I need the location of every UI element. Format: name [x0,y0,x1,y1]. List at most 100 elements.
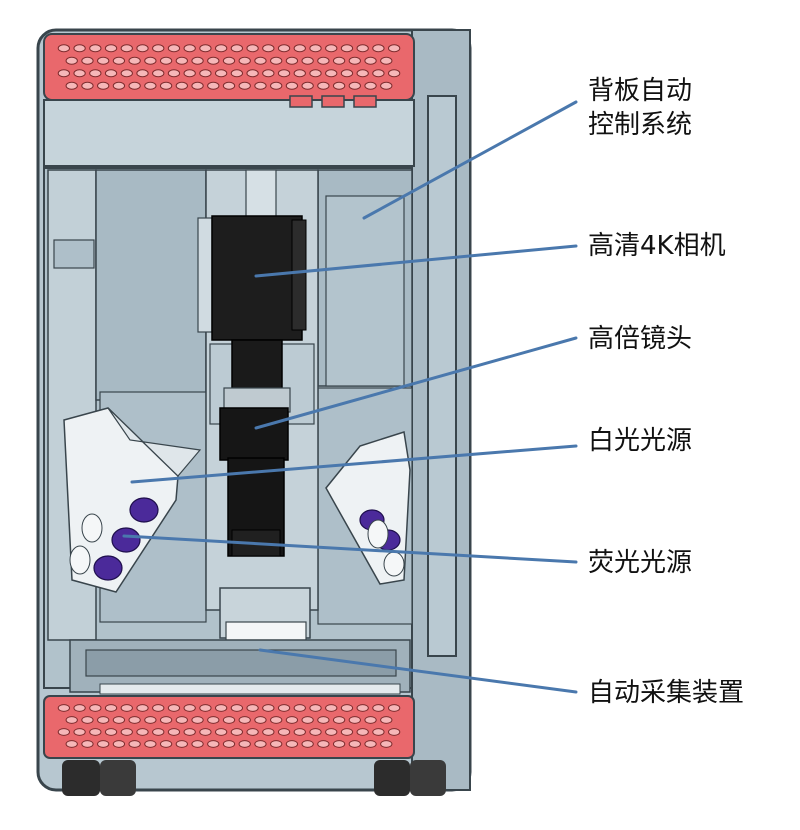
vent-hole [159,56,173,65]
vent-hole [380,740,393,748]
label-camera: 高清4K相机 [588,231,726,261]
vent-hole [325,69,338,78]
vent-hole [175,716,188,724]
vent-hole [262,44,275,53]
vent-hole [207,81,220,90]
vent-hole [270,740,283,748]
vent-hole [317,740,330,748]
vent-hole [356,728,369,736]
vent-hole [159,740,173,748]
vent-hole [301,740,314,748]
vent-hole [270,716,283,724]
vent-hole [112,56,126,65]
vent-hole [214,44,228,53]
vent-hole [128,56,141,65]
vent-hole [293,728,306,736]
vent-hole [262,728,275,736]
vent-hole [159,716,173,724]
vent-hole [183,728,196,736]
vent-hole [183,704,196,712]
vent-hole [364,81,377,90]
vent-hole [332,716,346,724]
vent-hole [317,716,330,724]
vent-hole [89,728,102,736]
vent-hole [309,69,322,78]
vent-hole [301,81,314,90]
vent-hole [175,81,188,90]
left-light-source [63,407,202,593]
leader-lens [254,336,578,430]
vent-hole [254,56,267,65]
vent-hole [81,740,94,748]
vent-hole [364,716,377,724]
vent-hole [144,81,157,90]
vent-hole [214,728,228,736]
vent-hole [364,740,377,748]
vent-hole [387,728,401,736]
vent-hole [285,740,299,748]
vent-hole [309,728,322,736]
label-backplane-control: 背板自动 控制系统 [588,74,692,142]
vent-hole [214,69,228,78]
vent-hole [348,56,361,65]
vent-hole [65,740,78,748]
vent-hole [270,56,283,65]
vent-hole [120,69,133,78]
vent-hole [262,704,275,712]
label-fluor-light: 荧光光源 [588,548,693,578]
vent-hole [238,56,251,65]
vent-hole [364,56,377,65]
vent-hole [199,44,212,53]
vent-hole [230,44,244,53]
camera-4k [197,215,307,341]
vent-hole [246,69,259,78]
vent-hole [97,56,110,65]
vent-hole [120,704,133,712]
vent-hole [159,81,173,90]
vent-hole [152,69,165,78]
vent-hole [293,704,306,712]
vent-hole [97,740,110,748]
vent-hole [136,44,149,53]
vent-hole [144,716,157,724]
vent-hole [348,740,361,748]
leader-lines [122,100,578,694]
vent-hole [175,740,188,748]
vent-hole [199,69,212,78]
vent-hole [372,44,385,53]
vent-hole [207,740,220,748]
vent-hole [73,728,86,736]
vent-hole [238,716,251,724]
vent-hole [254,81,267,90]
vent-hole [191,740,204,748]
vent-hole [380,716,393,724]
vent-hole [104,69,118,78]
leader-fluor-light [122,534,578,564]
vent-hole [65,81,78,90]
vent-hole [73,69,86,78]
vent-hole [340,728,354,736]
vent-hole [222,716,236,724]
vent-hole [57,44,71,53]
vent-hole [380,56,393,65]
vent-hole [277,44,291,53]
leader-collector [258,648,578,694]
vent-hole [81,81,94,90]
leader-white-light [130,444,578,484]
vent-hole [57,704,71,712]
vent-hole [356,44,369,53]
vent-hole [348,716,361,724]
vent-hole [97,716,110,724]
vent-hole [214,704,228,712]
vent-hole [372,69,385,78]
vent-hole [222,56,236,65]
vent-hole [246,728,259,736]
vent-hole [230,704,244,712]
vent-hole [128,740,141,748]
vent-hole [112,740,126,748]
vent-hole [152,44,165,53]
vent-hole [293,44,306,53]
vent-hole [372,704,385,712]
vent-hole [348,81,361,90]
